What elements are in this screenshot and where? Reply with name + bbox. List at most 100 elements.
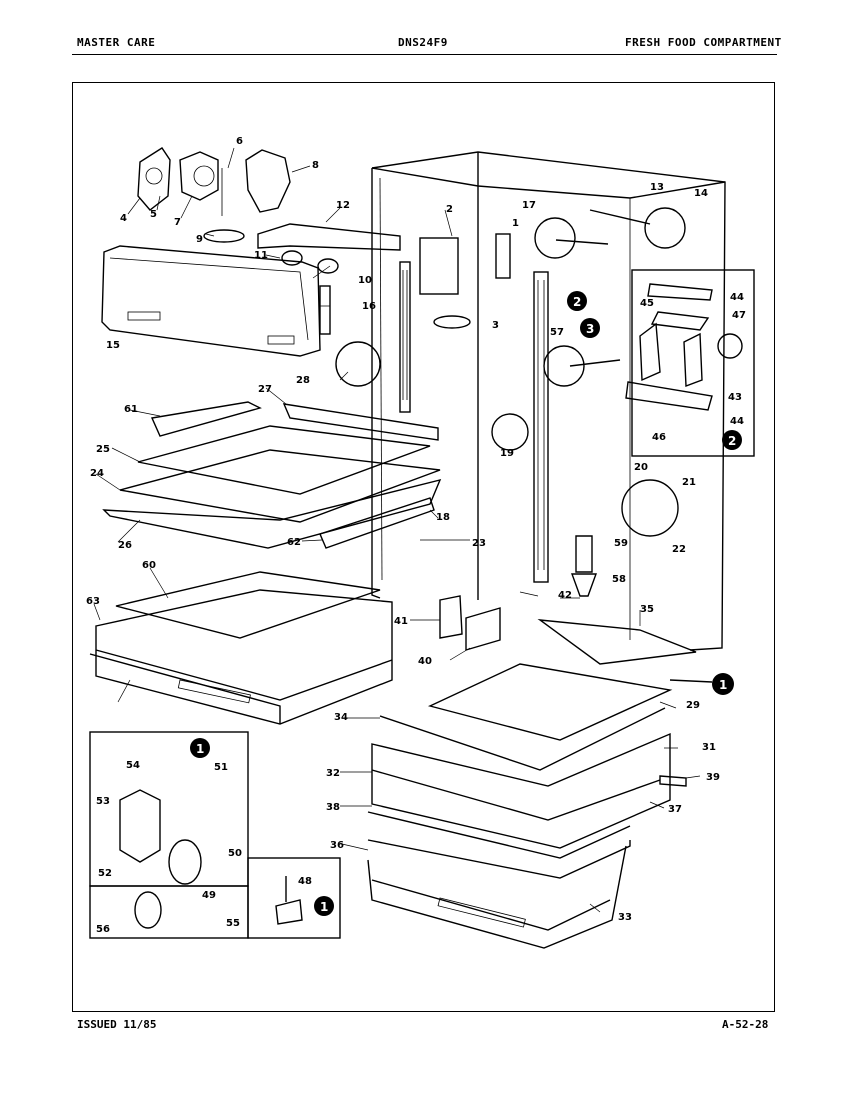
part-58: 58 [612,574,626,585]
part-2: 2 [446,204,453,215]
part-62: 63 [86,596,100,607]
part-20: 20 [634,462,648,473]
evaporator-fan-assembly [137,147,291,243]
detail-circle-21 [621,479,679,537]
part-25: 25 [96,444,110,455]
part-37: 37 [668,804,682,815]
callout-2-inset: 2 [728,434,736,448]
part-24: 24 [90,468,104,479]
part-29: 29 [686,700,700,711]
part-28: 28 [296,375,310,386]
part-44-top: 44 [730,292,744,303]
part-10: 10 [358,275,372,286]
part-38: 38 [326,802,340,813]
pointer-17 [555,239,609,245]
part-21: 21 [682,477,696,488]
part-9: 9 [196,234,203,245]
part-48: 48 [298,876,312,887]
header-section-title: FRESH FOOD COMPARTMENT [625,36,782,49]
callout-1-shelf: 1 [719,678,727,692]
part-33: 34 [334,712,348,723]
callout-1-inset: 1 [196,742,204,756]
header-rule [72,54,777,55]
glass-shelf-assembly [102,401,442,549]
header-model-brand: MASTER CARE [77,36,156,49]
part-53: 53 [96,796,110,807]
part-number-labels: 4 5 7 6 8 9 12 11 10 16 15 2 1 17 3 13 1… [86,136,746,935]
part-6: 6 [236,136,243,147]
knob-3 [433,315,471,329]
part-49: 49 [202,890,216,901]
detail-circle-57 [543,345,585,387]
detail-circle-17 [534,217,576,259]
part-18: 18 [436,512,450,523]
pointer-57 [569,359,621,367]
part-11: 11 [254,250,268,261]
control-panel-15 [101,245,331,357]
diagram-frame [72,82,775,1012]
part-31: 31 [702,742,716,753]
part-27: 27 [258,384,272,395]
lamp-11 [281,250,303,266]
part-1: 1 [512,218,519,229]
inset-shelf-support [625,269,755,457]
part-59: 59 [614,538,628,549]
part-12: 12 [336,200,350,211]
part-32: 32 [326,768,340,779]
part-43: 43 [728,392,742,403]
left-shelf-ladder [399,261,411,413]
part-47: 47 [732,310,746,321]
part-7: 7 [174,217,181,228]
header-model-number: DNS24F9 [398,36,448,49]
part-44-bottom: 44 [730,416,744,427]
detail-circle-14 [644,207,686,249]
part-60: 60 [142,560,156,571]
bottom-drawer [367,839,631,949]
part-13: 14 [694,188,708,199]
part-61-top: 61 [124,404,138,415]
callout-1-leveler: 1 [320,900,328,914]
part-4: 4 [120,213,127,224]
part-14: 13 [650,182,664,193]
part-40: 40 [418,656,432,667]
center-shelf-ladder [533,271,549,583]
part-42: 42 [558,590,572,601]
pointer-29 [669,679,713,683]
part-51: 51 [214,762,228,773]
lamp-socket-10 [317,258,339,274]
part-57: 57 [550,327,564,338]
part-54: 54 [126,760,140,771]
part-16: 16 [362,301,376,312]
detail-circle-28 [335,341,381,387]
part-46: 46 [652,432,666,443]
slide-41 [439,595,463,639]
guide-39 [659,775,687,787]
part-5: 5 [150,209,157,220]
slide-40 [465,607,501,651]
inset-roller-assembly [89,731,341,939]
part-50: 50 [228,848,242,859]
part-36: 36 [330,840,344,851]
part-61-bottom: 62 [287,537,301,548]
part-26: 26 [118,540,132,551]
footer-page-code: A-52-28 [722,1018,769,1031]
part-45: 45 [640,298,654,309]
part-34: 35 [640,604,654,615]
part-23: 23 [472,538,486,549]
part-55: 55 [226,918,240,929]
detail-circle-19 [491,413,529,451]
switch-1 [495,233,511,279]
pointer-14 [589,209,651,225]
callout-3: 3 [586,322,594,336]
part-41: 41 [394,616,408,627]
callout-markers: 2 3 2 1 1 1 [190,291,742,916]
part-22: 22 [672,544,686,555]
hinge-pin-59 [575,535,593,573]
callout-2-center: 2 [573,295,581,309]
control-box-2 [419,237,459,295]
right-crisper-drawer [367,619,697,859]
part-19: 19 [500,448,514,459]
part-39: 39 [706,772,720,783]
left-crisper-drawer [89,571,393,725]
